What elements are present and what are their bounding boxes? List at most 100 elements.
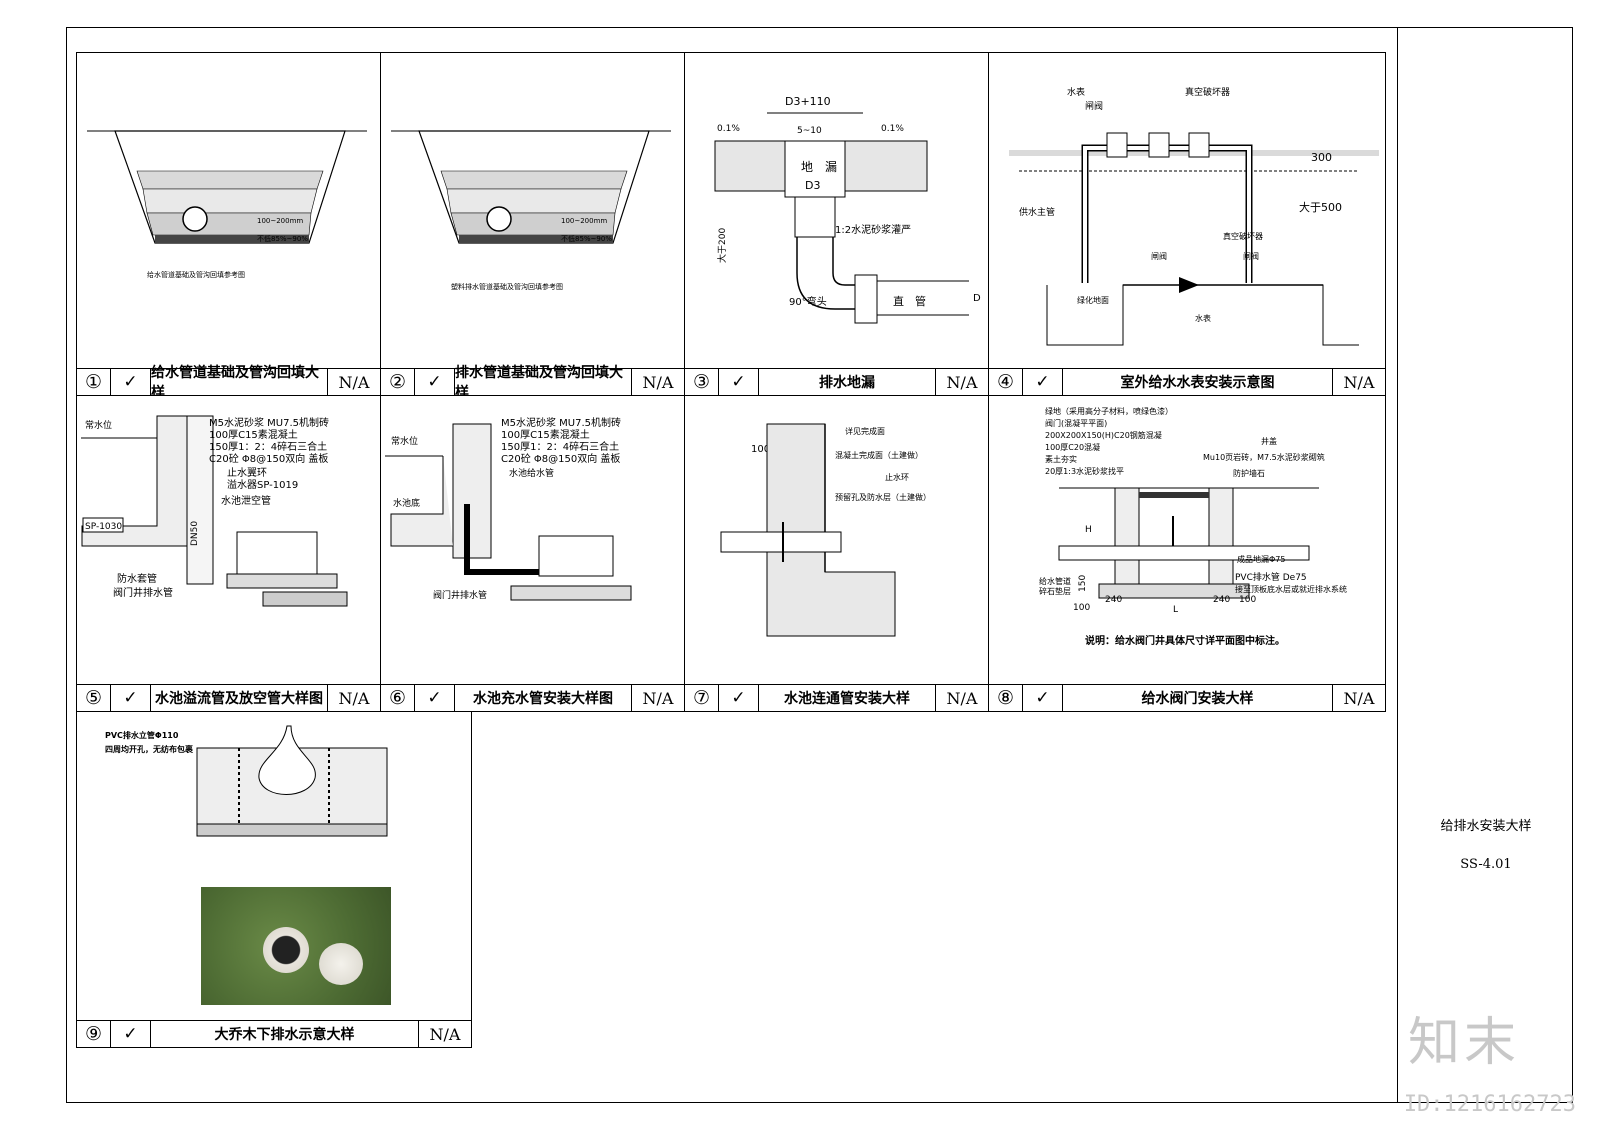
label-mortar: 1:2水泥砂浆灌严 bbox=[835, 223, 911, 236]
trench-section-drawing: 100~200mm 不低85%~90% 塑料排水管道基础及管沟回填参考图 bbox=[391, 130, 671, 291]
detail-panel-2: 100~200mm 不低85%~90% 塑料排水管道基础及管沟回填参考图 ② ✓… bbox=[380, 52, 685, 401]
panel-scale: N/A bbox=[642, 372, 674, 392]
overflow-pipe-drawing: 常水位 M5水泥砂浆 MU7.5机制砖 100厚C15素混凝土 150厚1：2：… bbox=[81, 415, 348, 607]
panel-title: 水池充水管安装大样图 bbox=[455, 685, 632, 711]
floor-drain-drawing: D3+110 0.1% 0.1% 5~10 地 漏 D3 1:2水泥砂浆灌严 大… bbox=[714, 95, 981, 324]
drain-pipe-opening bbox=[263, 927, 309, 973]
check-icon: ✓ bbox=[111, 1021, 151, 1047]
detail-panel-3: D3+110 0.1% 0.1% 5~10 地 漏 D3 1:2水泥砂浆灌严 大… bbox=[684, 52, 989, 396]
label-valve: 闸阀 bbox=[1085, 101, 1103, 112]
label-n3: 100厚C20混凝 bbox=[1045, 442, 1100, 452]
drawing-title: 给排水安装大样 bbox=[1440, 819, 1532, 834]
label-wall: 防护墙石 bbox=[1233, 468, 1265, 478]
detail-panel-7: 100 详见完成面 混凝土完成面（土建做） 止水环 预留孔及防水层（土建做） ⑦… bbox=[684, 395, 989, 712]
title-block: 给排水安装大样 SS-4.01 bbox=[1397, 27, 1573, 1103]
label-100b: 100 bbox=[1239, 595, 1256, 605]
label-compaction: 不低85%~90% bbox=[561, 234, 612, 243]
label-l: L bbox=[1173, 605, 1178, 615]
panel-scale: N/A bbox=[946, 372, 978, 392]
label-straight-pipe: 直 管 bbox=[893, 294, 926, 308]
label-slope-right: 0.1% bbox=[881, 124, 904, 134]
detail-panel-1: 100~200mm 不低85%~90% 给水管道基础及管沟回填参考图 ① ✓ 给… bbox=[76, 52, 381, 401]
detail-panel-8: 绿地（采用高分子材料，喷绿色漆） 阀门(混凝平平面) 200X200X150(H… bbox=[988, 395, 1386, 712]
label-ground: 绿化地面 bbox=[1077, 295, 1109, 305]
check-icon: ✓ bbox=[415, 685, 455, 711]
trench-section-drawing: 100~200mm 不低85%~90% 给水管道基础及管沟回填参考图 bbox=[87, 130, 367, 279]
panel-caption: ⑨ ✓ 大乔木下排水示意大样 N/A bbox=[77, 1020, 471, 1047]
label-pvc: PVC排水管 De75 bbox=[1235, 571, 1307, 583]
label-vacuum-2: 真空破坏器 bbox=[1223, 231, 1263, 241]
label-240b: 240 bbox=[1213, 595, 1230, 605]
panel-scale: N/A bbox=[642, 688, 674, 708]
label-d3: D3 bbox=[805, 179, 820, 192]
label-drain-pipe: 阀门井排水管 bbox=[113, 586, 173, 599]
label-meter: 水表 bbox=[1067, 86, 1085, 98]
label-pipe: 给水管道 bbox=[1039, 576, 1071, 586]
panel-caption: ② ✓ 排水管道基础及管沟回填大样 N/A bbox=[381, 365, 684, 401]
panel-number: ④ bbox=[989, 369, 1023, 395]
tree-drain-photo bbox=[201, 887, 391, 1005]
label-m4: C20砼 Φ8@150双向 盖板 bbox=[501, 452, 620, 465]
label-pvc-riser: PVC排水立管Φ110 bbox=[105, 730, 179, 740]
label-sp: SP-1030 bbox=[85, 522, 122, 532]
watermark-id: ID:1216162723 bbox=[1403, 1092, 1576, 1117]
label-100: 100 bbox=[751, 444, 770, 455]
label-h: H bbox=[1085, 525, 1092, 535]
drain-cap bbox=[319, 943, 363, 985]
label-d: D bbox=[973, 293, 981, 304]
label-depth: 大于200 bbox=[716, 228, 728, 263]
panel-caption: ⑦ ✓ 水池连通管安装大样 N/A bbox=[685, 684, 988, 711]
label-backfill-depth: 100~200mm bbox=[561, 217, 607, 225]
panel-scale: N/A bbox=[1343, 372, 1375, 392]
label-top: 绿地（采用高分子材料，喷绿色漆） bbox=[1045, 406, 1173, 416]
panel-caption: ⑤ ✓ 水池溢流管及放空管大样图 N/A bbox=[77, 684, 380, 711]
panel-number: ⑧ bbox=[989, 685, 1023, 711]
label-holes: 四周均开孔，无纺布包裹 bbox=[105, 744, 194, 754]
label-main: 供水主管 bbox=[1019, 206, 1055, 218]
panel-scale: N/A bbox=[338, 372, 370, 392]
panel-scale: N/A bbox=[338, 688, 370, 708]
label-elbow: 90°弯头 bbox=[789, 295, 827, 308]
check-icon: ✓ bbox=[719, 685, 759, 711]
panel-caption: ⑧ ✓ 给水阀门安装大样 N/A bbox=[989, 684, 1385, 711]
label-water-level: 常水位 bbox=[391, 435, 418, 447]
label-pool-bottom: 水池底 bbox=[393, 497, 420, 509]
label-100a: 100 bbox=[1073, 603, 1090, 613]
label-compaction: 不低85%~90% bbox=[257, 234, 308, 243]
label-m1: M5水泥砂浆 MU7.5机制砖 bbox=[501, 416, 621, 429]
panel-number: ⑥ bbox=[381, 685, 415, 711]
label-m2: 100厚C15素混凝土 bbox=[209, 428, 298, 441]
label-water-level: 常水位 bbox=[85, 419, 112, 431]
panel-caption: ⑥ ✓ 水池充水管安装大样图 N/A bbox=[381, 684, 684, 711]
label-150: 150 bbox=[1078, 575, 1088, 592]
label-240a: 240 bbox=[1105, 595, 1122, 605]
label-meter-2: 水表 bbox=[1195, 313, 1211, 323]
detail-panel-5: 常水位 M5水泥砂浆 MU7.5机制砖 100厚C15素混凝土 150厚1：2：… bbox=[76, 395, 381, 712]
label-n5: 20厚1:3水泥砂浆找平 bbox=[1045, 466, 1124, 476]
label-backfill-depth: 100~200mm bbox=[257, 217, 303, 225]
check-icon: ✓ bbox=[111, 369, 151, 395]
label-brick: Mu10页岩砖，M7.5水泥砂浆砌筑 bbox=[1203, 452, 1325, 462]
label-overflow: 溢水器SP-1019 bbox=[227, 478, 298, 491]
drawing-frame bbox=[66, 27, 1573, 1103]
panel-subtitle: 给水管道基础及管沟回填参考图 bbox=[147, 270, 245, 279]
label-gap: 5~10 bbox=[797, 126, 822, 136]
connecting-pipe-drawing: 100 详见完成面 混凝土完成面（土建做） 止水环 预留孔及防水层（土建做） bbox=[720, 423, 931, 637]
label-seal: 止水翼环 bbox=[227, 467, 267, 479]
panel-number: ② bbox=[381, 369, 415, 395]
panel-title: 排水管道基础及管沟回填大样 bbox=[455, 365, 632, 401]
watermark-logo: 知末 bbox=[1408, 1013, 1521, 1073]
label-m1: M5水泥砂浆 MU7.5机制砖 bbox=[209, 416, 329, 429]
panel-title: 室外给水水表安装示意图 bbox=[1063, 369, 1333, 395]
detail-panel-6: 常水位 M5水泥砂浆 MU7.5机制砖 100厚C15素混凝土 150厚1：2：… bbox=[380, 395, 685, 712]
check-icon: ✓ bbox=[111, 685, 151, 711]
check-icon: ✓ bbox=[1023, 369, 1063, 395]
label-dim-top: D3+110 bbox=[785, 95, 831, 108]
panel-title: 给水管道基础及管沟回填大样 bbox=[151, 365, 328, 401]
check-icon: ✓ bbox=[719, 369, 759, 395]
label-valve-2: 闸阀 bbox=[1151, 252, 1167, 261]
label-n1: 阀门(混凝平平面) bbox=[1045, 418, 1107, 428]
fill-pipe-drawing: 常水位 M5水泥砂浆 MU7.5机制砖 100厚C15素混凝土 150厚1：2：… bbox=[385, 416, 632, 601]
tree-drain-drawing: PVC排水立管Φ110 四周均开孔，无纺布包裹 bbox=[105, 725, 388, 837]
valve-well-drawing: 绿地（采用高分子材料，喷绿色漆） 阀门(混凝平平面) 200X200X150(H… bbox=[1039, 406, 1347, 647]
